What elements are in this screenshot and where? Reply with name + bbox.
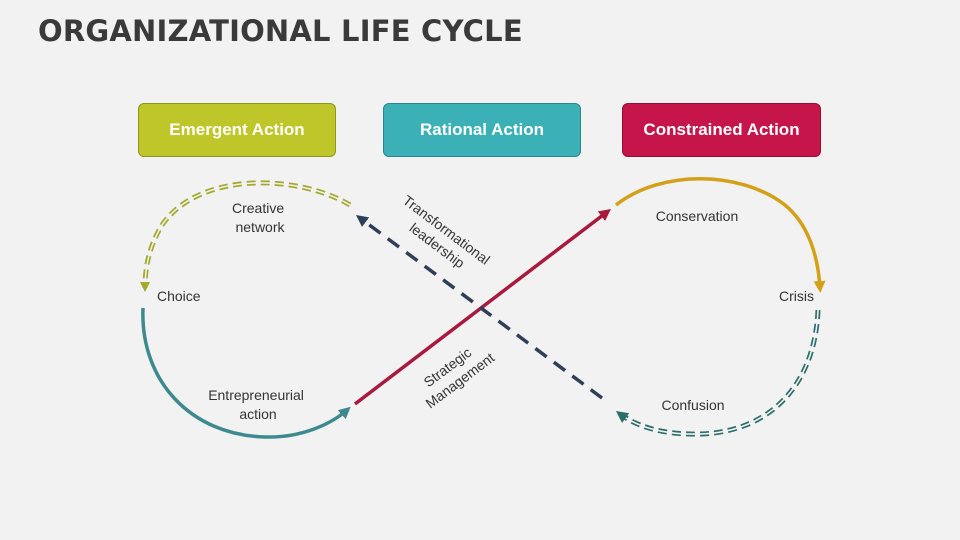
- emergent-dashed-arc: [140, 180, 352, 292]
- constrained-action-box: Constrained Action: [622, 103, 821, 157]
- transformational-leadership-arrow: [355, 215, 604, 400]
- transformational-leadership-label: Transformational leadership: [389, 192, 496, 284]
- creative-network-label: Creative network: [232, 200, 288, 235]
- confusion-dashed-arc: [615, 309, 821, 437]
- confusion-label: Confusion: [661, 397, 724, 413]
- constrained-action-label: Constrained Action: [643, 120, 800, 139]
- emergent-action-label: Emergent Action: [169, 120, 305, 139]
- rational-action-box: Rational Action: [383, 103, 581, 157]
- emergent-action-box: Emergent Action: [138, 103, 336, 157]
- rational-action-label: Rational Action: [419, 120, 545, 139]
- entrepreneurial-arc: [141, 307, 351, 439]
- crisis-label: Crisis: [779, 288, 814, 304]
- page-title: ORGANIZATIONAL LIFE CYCLE: [38, 14, 523, 48]
- conservation-label: Conservation: [656, 208, 739, 224]
- strategic-management-label: Strategic Management: [412, 335, 498, 411]
- entrepreneurial-action-label: Entrepreneurial action: [208, 387, 308, 422]
- choice-label: Choice: [157, 288, 201, 304]
- conservation-arc: [614, 177, 826, 293]
